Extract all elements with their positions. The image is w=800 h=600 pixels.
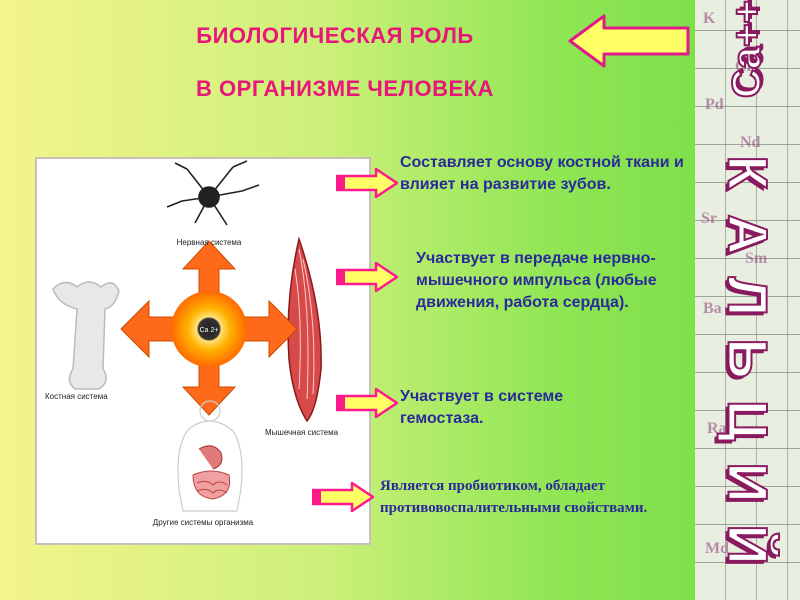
periodic-table-background: K Cr Pd Nd Sr Sm Ba Pt Ra Np Md — [695, 0, 800, 600]
pointer-arrow-icon — [312, 482, 374, 512]
calcium-systems-figure: Ca 2+ Нервная система Костная система Мы… — [35, 157, 371, 545]
label-other-systems: Другие системы организма — [153, 518, 254, 527]
muscle-icon — [287, 236, 322, 423]
systems-diagram: Ca 2+ Нервная система Костная система Мы… — [45, 160, 339, 527]
pointer-arrow-icon — [336, 388, 398, 418]
big-left-arrow-icon — [568, 14, 690, 68]
calcium-center-icon — [171, 291, 247, 367]
organs-icon — [177, 400, 243, 512]
center-label: Ca 2+ — [200, 327, 219, 334]
point-probiotic: Является пробиотиком, обладает противово… — [380, 478, 648, 516]
point-nerve-impulse: Участвует в передаче нервно-мышечного им… — [416, 250, 657, 312]
title-line-1: БИОЛОГИЧЕСКАЯ РОЛЬ — [196, 23, 474, 48]
neuron-icon — [166, 160, 260, 226]
calcium-ion-label: Ca++ — [724, 0, 770, 99]
label-muscle-system: Мышечная система — [265, 428, 339, 437]
pointer-arrow-icon — [336, 262, 398, 292]
label-bone-system: Костная система — [45, 392, 108, 401]
title-line-2: В ОРГАНИЗМЕ ЧЕЛОВЕКА — [196, 76, 494, 101]
point-bone-tissue: Составляет основу костной ткани и влияет… — [400, 154, 684, 194]
label-nervous-system: Нервная система — [177, 238, 242, 247]
bone-icon — [52, 281, 120, 390]
point-hemostasis: Участвует в системе гемостаза. — [400, 388, 564, 428]
element-letter: Й — [716, 523, 781, 565]
element-name-vertical: К А Л Ь Ц И Й — [698, 140, 798, 600]
pointer-arrow-icon — [336, 168, 398, 198]
